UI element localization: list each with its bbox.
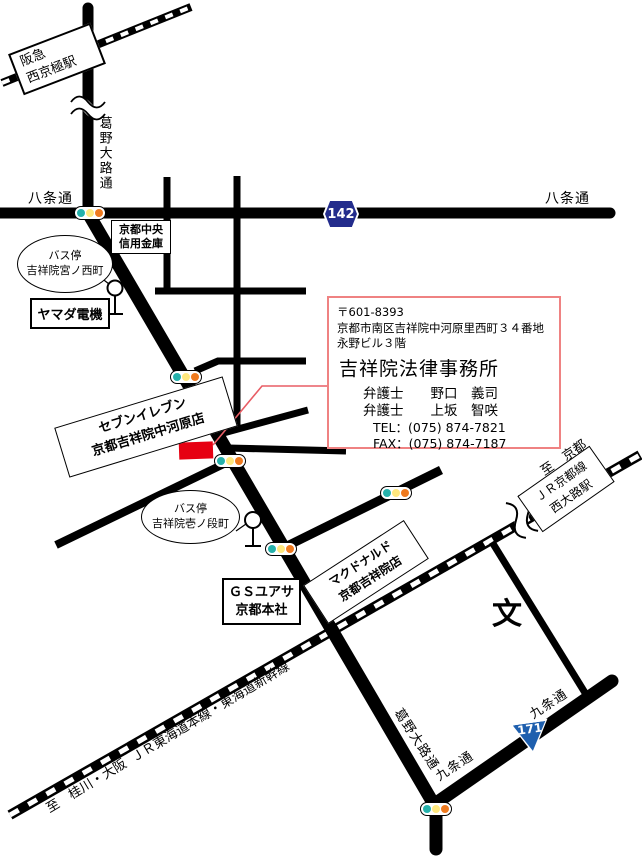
map-break-symbol-road — [66, 95, 110, 121]
bus-stop-pole-icon — [99, 276, 124, 315]
traffic-light-icon — [265, 542, 297, 556]
road-side-sw — [54, 455, 236, 549]
route-142-shield: 142 — [323, 199, 359, 229]
landmark-label: 京都中央 — [119, 223, 163, 236]
bus-stop-miyanonishi: バス停 吉祥院宮ノ西町 — [17, 235, 113, 293]
route-number: 142 — [327, 206, 355, 222]
office-tel: TEL：(075) 874-7821 — [373, 419, 506, 435]
traffic-light-icon — [380, 486, 412, 500]
bus-stop-label: バス停 — [48, 249, 82, 263]
bus-stop-ichinodan: バス停 吉祥院壱ノ段町 — [141, 490, 240, 544]
road-kujo-dori — [422, 674, 619, 815]
office-info-box: 〒601-8393 京都市南区吉祥院中河原里西町３４番地 永野ビル３階 吉祥院法… — [327, 296, 561, 452]
road-near-school — [489, 540, 590, 698]
road-label-hachijo-east: 八条通 — [545, 191, 590, 207]
road-side-branch-e — [227, 444, 347, 455]
bus-stop-label: 吉祥院壱ノ段町 — [152, 517, 229, 530]
office-address: 永野ビル３階 — [337, 336, 406, 351]
kyoto-chuo-shinkin-box: 京都中央 信用金庫 — [111, 220, 171, 254]
office-name: 吉祥院法律事務所 — [339, 357, 500, 380]
landmark-label: ＧＳユアサ — [228, 585, 294, 600]
postal-code: 〒601-8393 — [337, 305, 404, 319]
landmark-label: 信用金庫 — [119, 236, 163, 250]
landmark-label: ヤマダ電機 — [37, 308, 103, 323]
landmark-label: 京都本社 — [235, 602, 288, 618]
road-east-west — [277, 465, 443, 555]
road-label-kadono-north: 葛野大路通 — [96, 116, 112, 191]
traffic-light-icon — [214, 454, 246, 468]
traffic-light-icon — [170, 370, 202, 384]
route-number: 171 — [516, 720, 544, 738]
yamada-denki-box: ヤマダ電機 — [30, 298, 110, 329]
bus-stop-label: 吉祥院宮ノ西町 — [26, 264, 104, 277]
bus-stop-label: バス停 — [174, 502, 207, 516]
office-location-marker — [178, 441, 214, 460]
office-fax: FAX：(075) 874-7187 — [373, 436, 507, 452]
bus-stop-pole-icon — [235, 511, 262, 547]
road-side-branch-ne — [215, 406, 309, 439]
road-label-hachijo-west: 八条通 — [28, 191, 73, 207]
office-address: 京都市南区吉祥院中河原里西町３４番地 — [337, 320, 544, 335]
road-side-horizontal-2 — [193, 357, 306, 375]
lawyer-name: 弁護士 野口 義司 — [363, 386, 498, 403]
school-mark: 文 — [492, 597, 522, 632]
traffic-light-icon — [420, 802, 452, 816]
traffic-light-icon — [74, 206, 106, 220]
gs-yuasa-box: ＧＳユアサ 京都本社 — [222, 578, 301, 626]
lawyer-name: 弁護士 上坂 智咲 — [363, 403, 498, 420]
